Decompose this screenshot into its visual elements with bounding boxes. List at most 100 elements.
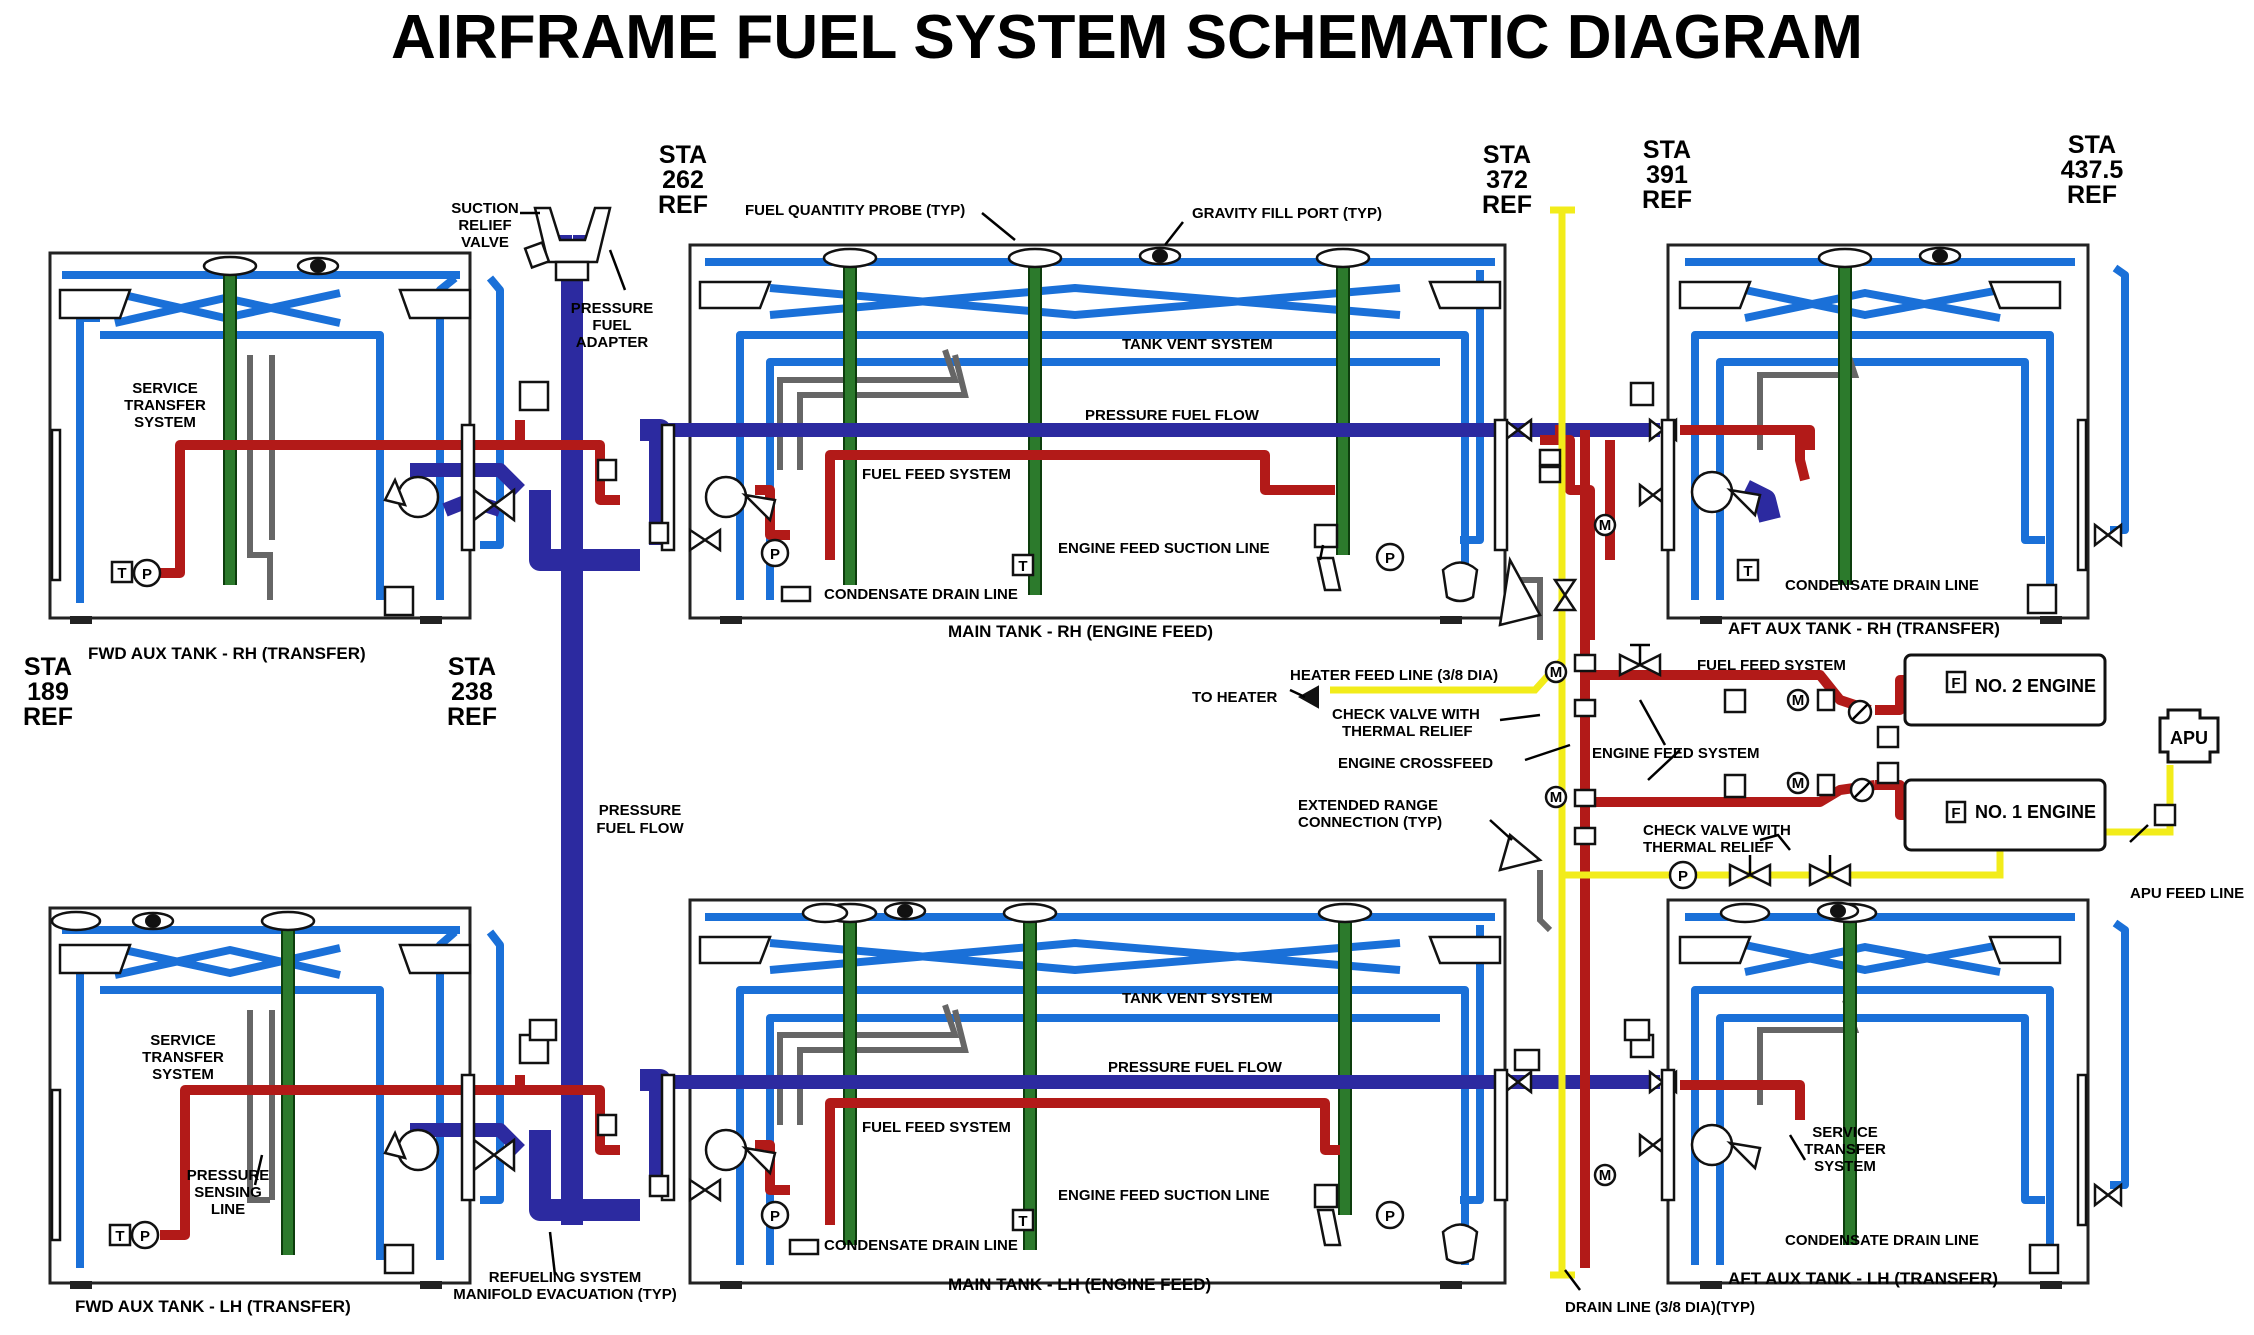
engine-fuel-icon bbox=[1945, 800, 1967, 824]
aft-aux-tank-rh-label: AFT AUX TANK - RH (TRANSFER) bbox=[1728, 619, 2000, 638]
svg-text:MANIFOLD EVACUATION (TYP): MANIFOLD EVACUATION (TYP) bbox=[453, 1286, 677, 1303]
engine-feed-suction-rh-label: ENGINE FEED SUCTION LINE bbox=[1058, 540, 1270, 557]
fuel-feed-system-rh-label: FUEL FEED SYSTEM bbox=[862, 466, 1011, 483]
gravity-fill-eye-icon bbox=[131, 911, 175, 931]
svg-text:T: T bbox=[115, 1228, 124, 1245]
valve-icon bbox=[1552, 578, 1578, 612]
engine-fuel-icon bbox=[1945, 670, 1967, 694]
tank-vent-system-rh-label: TANK VENT SYSTEM bbox=[1122, 336, 1273, 353]
svg-text:THERMAL RELIEF: THERMAL RELIEF bbox=[1342, 723, 1473, 740]
svg-text:TRANSFER: TRANSFER bbox=[142, 1049, 224, 1066]
svg-text:372: 372 bbox=[1486, 166, 1528, 194]
probe-head-icon bbox=[202, 255, 258, 277]
svg-text:P: P bbox=[1678, 868, 1688, 885]
apu-box bbox=[2158, 708, 2220, 764]
pump-icon: P bbox=[132, 558, 162, 588]
svg-text:THERMAL RELIEF: THERMAL RELIEF bbox=[1643, 839, 1774, 856]
svg-text:P: P bbox=[1385, 1208, 1395, 1225]
pressure-fuel-flow bbox=[410, 235, 1781, 1225]
motor-icon: M bbox=[1593, 513, 1617, 537]
fwd-aux-tank-lh-label: FWD AUX TANK - LH (TRANSFER) bbox=[75, 1297, 351, 1316]
svg-text:437.5: 437.5 bbox=[2061, 156, 2124, 184]
temp-sensor-icon: T bbox=[108, 1223, 132, 1247]
condensate-drain-aft-rh-label: CONDENSATE DRAIN LINE bbox=[1785, 577, 1979, 594]
station-262: STA 262 REF bbox=[658, 141, 708, 219]
pressure-fuel-flow-vertical-label: PRESSURE bbox=[599, 802, 682, 819]
svg-text:REF: REF bbox=[23, 703, 73, 731]
service-transfer-fwd-rh-label: SERVICE bbox=[132, 380, 198, 397]
pressure-fuel-flow-rh-label: PRESSURE FUEL FLOW bbox=[1085, 407, 1260, 424]
pump-icon: P bbox=[760, 1200, 790, 1230]
pump-icon: P bbox=[1375, 542, 1405, 572]
station-238: STA 238 REF bbox=[447, 653, 497, 731]
valve-icon bbox=[472, 1137, 516, 1173]
temp-sensor-icon: T bbox=[110, 560, 134, 584]
motor-icon: M bbox=[1544, 660, 1568, 684]
no2-engine-label: NO. 2 ENGINE bbox=[1975, 676, 2096, 696]
gravity-fill-ports bbox=[131, 246, 1962, 931]
svg-text:CONNECTION (TYP): CONNECTION (TYP) bbox=[1298, 814, 1442, 831]
drain-line-label: DRAIN LINE (3/8 DIA)(TYP) bbox=[1565, 1299, 1755, 1316]
gravity-fill-eye-icon bbox=[1138, 246, 1182, 266]
svg-text:P: P bbox=[770, 546, 780, 563]
transfer-pump-icon bbox=[704, 1128, 777, 1176]
valve-icon bbox=[2093, 522, 2123, 548]
check-valve-icon bbox=[1847, 699, 1873, 725]
svg-text:262: 262 bbox=[662, 166, 704, 194]
svg-text:SENSING: SENSING bbox=[194, 1184, 262, 1201]
svg-text:FUEL FLOW: FUEL FLOW bbox=[596, 820, 684, 837]
suction-relief-label: SUCTION bbox=[451, 200, 519, 217]
pressure-fuel-flow-lh-label: PRESSURE FUEL FLOW bbox=[1108, 1059, 1283, 1076]
svg-text:ADAPTER: ADAPTER bbox=[576, 334, 649, 351]
svg-text:T: T bbox=[1018, 1213, 1027, 1230]
vent-filter-icon bbox=[58, 280, 2062, 975]
sump-drain-icon bbox=[1441, 1223, 1479, 1265]
transfer-pump-icon bbox=[383, 475, 440, 519]
no1-engine-label: NO. 1 ENGINE bbox=[1975, 802, 2096, 822]
valve-icon bbox=[688, 1177, 722, 1203]
check-valve-thermal-b-label: CHECK VALVE WITH bbox=[1643, 822, 1791, 839]
svg-text:F: F bbox=[1951, 675, 1960, 692]
no1-engine-box bbox=[1903, 778, 2107, 852]
relief-valve-icon bbox=[1808, 855, 1852, 888]
diagram-title: AIRFRAME FUEL SYSTEM SCHEMATIC DIAGRAM bbox=[391, 3, 1863, 72]
station-391: STA 391 REF bbox=[1642, 136, 1692, 214]
sump-drain-icon bbox=[1441, 561, 1479, 603]
svg-text:TRANSFER: TRANSFER bbox=[1804, 1141, 1886, 1158]
aft-aux-tank-lh-label: AFT AUX TANK - LH (TRANSFER) bbox=[1728, 1269, 1998, 1288]
station-189: STA 189 REF bbox=[23, 653, 73, 731]
svg-text:P: P bbox=[140, 1228, 150, 1245]
svg-text:STA: STA bbox=[448, 653, 496, 681]
svg-text:FUEL: FUEL bbox=[592, 317, 631, 334]
pressure-sensing-label: PRESSURE bbox=[187, 1167, 270, 1184]
svg-text:SYSTEM: SYSTEM bbox=[134, 414, 196, 431]
relief-valve-icon bbox=[1728, 855, 1772, 888]
apu-feed-line-label: APU FEED LINE bbox=[2130, 885, 2244, 902]
engine-feed-suction-lh-label: ENGINE FEED SUCTION LINE bbox=[1058, 1187, 1270, 1204]
valve-icon bbox=[472, 487, 516, 523]
svg-text:STA: STA bbox=[1483, 141, 1531, 169]
svg-text:SYSTEM: SYSTEM bbox=[152, 1066, 214, 1083]
motor-icon: M bbox=[1786, 771, 1810, 795]
engine-feed-system-label: ENGINE FEED SYSTEM bbox=[1592, 745, 1760, 762]
gravity-fill-eye-icon bbox=[1816, 901, 1860, 921]
pump-icon: P bbox=[1375, 1200, 1405, 1230]
svg-text:LINE: LINE bbox=[211, 1201, 245, 1218]
engines: F NO. 2 ENGINE F NO. 1 ENGINE APU bbox=[1903, 653, 2220, 852]
svg-text:P: P bbox=[770, 1208, 780, 1225]
leader-lines bbox=[253, 211, 2149, 1291]
station-372: STA 372 REF bbox=[1482, 141, 1532, 219]
svg-text:STA: STA bbox=[1643, 136, 1691, 164]
fwd-aux-tank-rh-label: FWD AUX TANK - RH (TRANSFER) bbox=[88, 644, 366, 663]
temp-sensor-icon: T bbox=[1011, 1208, 1035, 1232]
svg-text:SYSTEM: SYSTEM bbox=[1814, 1158, 1876, 1175]
svg-text:RELIEF: RELIEF bbox=[458, 217, 511, 234]
tank-vent-system-lh-label: TANK VENT SYSTEM bbox=[1122, 990, 1273, 1007]
temp-sensor-icon: T bbox=[1736, 558, 1760, 582]
svg-text:REF: REF bbox=[658, 191, 708, 219]
svg-text:T: T bbox=[1018, 558, 1027, 575]
extended-range-label: EXTENDED RANGE bbox=[1298, 797, 1438, 814]
svg-text:M: M bbox=[1599, 517, 1612, 534]
svg-text:STA: STA bbox=[659, 141, 707, 169]
svg-text:P: P bbox=[1385, 550, 1395, 567]
